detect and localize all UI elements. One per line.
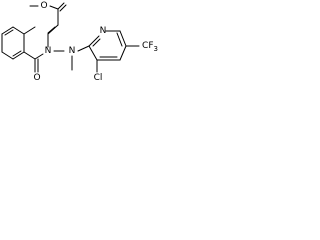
cf3-subscript: 3 [154,45,158,53]
bond-c4a-c4-real [23,26,36,35]
bond-benz-in-1 [4,29,14,36]
atom-pyridine-nitrogen: N [100,26,107,36]
cf-label: CF [142,41,153,51]
bond-pyr-in-1 [92,38,101,47]
bond-carbonyl-o-double-1 [57,2,65,10]
bond-pyr-4 [119,45,127,61]
atom-trifluoromethyl: CF3 [142,41,158,53]
atom-chlorine: Cl [94,73,103,83]
bond-benz-1 [12,26,25,35]
bond-pyr-3 [119,30,127,47]
atom-amine-nitrogen: N [69,46,76,56]
bond-o-carbonyl [49,5,59,10]
bond-pyr-6 [88,45,98,61]
bond-benz-4 [1,51,14,60]
bond-benz-in-2 [12,50,22,57]
atom-labels: O O N N O N Cl CF3 [33,1,158,83]
bond-benz-2 [1,26,14,35]
atom-ring-nitrogen: N [45,46,52,56]
bond-pyr-in-2 [116,32,123,47]
bond-n2-c1 [34,53,44,60]
bond-carbonyl-o-double-2 [59,4,67,12]
bond-n-pyridine [77,45,90,52]
atom-methoxy-oxygen: O [40,1,47,11]
atom-ketone-oxygen: O [33,73,40,83]
bond-benz-5 [12,51,25,60]
bond-c4-c3-inner [47,26,56,34]
bond-pyr-1 [88,35,100,47]
bonds [1,2,140,73]
chemical-structure-diagram: O O N N O N Cl CF3 [1,1,158,83]
bond-c4-c3 [47,24,59,35]
bond-c1-c8a [23,51,36,60]
